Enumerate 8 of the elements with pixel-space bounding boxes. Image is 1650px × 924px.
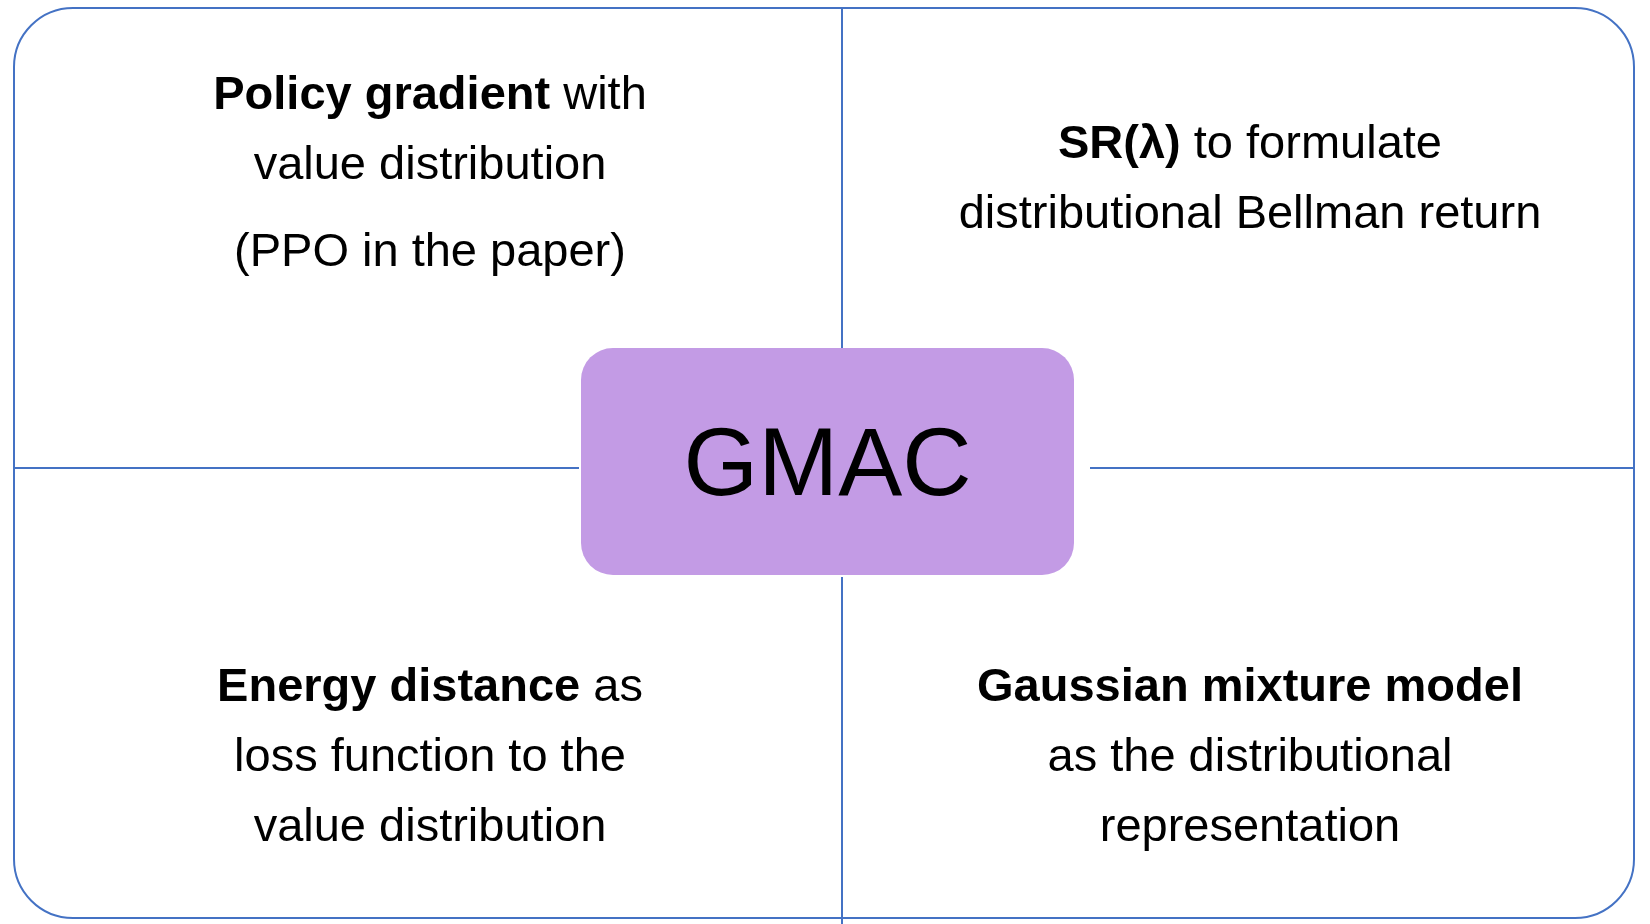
center-title: GMAC: [683, 406, 972, 517]
quadrant-text: Gaussian mixture model as the distributional representation: [976, 657, 1524, 853]
quadrant-text: (PPO in the paper): [233, 222, 627, 278]
quadrant-text: SR(λ) to formulate distributional Bellman return: [957, 114, 1543, 240]
quadrant-text: Policy gradient with value distribution: [212, 65, 648, 191]
quadrant-text: Energy distance as loss function to the value distribution: [216, 657, 644, 853]
frame-box: [13, 7, 1635, 919]
center-box: [581, 348, 1074, 575]
